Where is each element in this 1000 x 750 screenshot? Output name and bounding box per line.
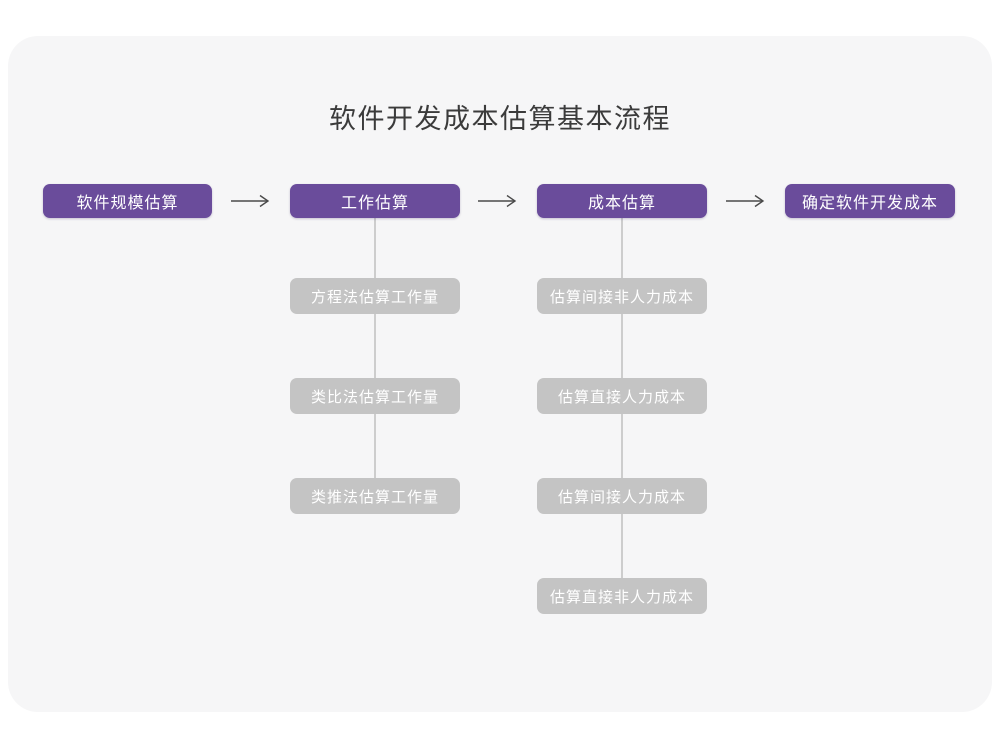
method-equation-estimate-effort: 方程法估算工作量 xyxy=(290,278,460,314)
cost-direct-non-labor: 估算直接非人力成本 xyxy=(537,578,707,614)
cost-direct-labor: 估算直接人力成本 xyxy=(537,378,707,414)
method-extrapolation-estimate-effort: 类推法估算工作量 xyxy=(290,478,460,514)
method-label: 类比法估算工作量 xyxy=(310,388,439,406)
step-label: 确定软件开发成本 xyxy=(801,195,938,212)
diagram-card xyxy=(8,36,992,712)
diagram-title: 软件开发成本估算基本流程 xyxy=(329,104,671,134)
step-software-size-estimation: 软件规模估算 xyxy=(43,184,212,218)
method-label: 方程法估算工作量 xyxy=(310,288,439,306)
cost-indirect-non-labor: 估算间接非人力成本 xyxy=(537,278,707,314)
method-label: 类推法估算工作量 xyxy=(310,488,439,506)
arrow-right-icon xyxy=(726,194,765,208)
cost-item-label: 估算间接人力成本 xyxy=(557,488,686,506)
step-label: 成本估算 xyxy=(587,195,656,212)
method-analogy-estimate-effort: 类比法估算工作量 xyxy=(290,378,460,414)
step-effort-estimation: 工作估算 xyxy=(290,184,460,218)
step-label: 工作估算 xyxy=(340,195,409,212)
step-label: 软件规模估算 xyxy=(76,195,179,212)
cost-indirect-labor: 估算间接人力成本 xyxy=(537,478,707,514)
arrow-right-icon xyxy=(231,194,270,208)
connector-line-work-estimation xyxy=(374,218,376,496)
step-cost-estimation: 成本估算 xyxy=(537,184,707,218)
cost-item-label: 估算直接非人力成本 xyxy=(549,588,694,606)
step-determine-development-cost: 确定软件开发成本 xyxy=(785,184,955,218)
cost-item-label: 估算直接人力成本 xyxy=(557,388,686,406)
arrow-right-icon xyxy=(478,194,517,208)
cost-item-label: 估算间接非人力成本 xyxy=(549,288,694,306)
